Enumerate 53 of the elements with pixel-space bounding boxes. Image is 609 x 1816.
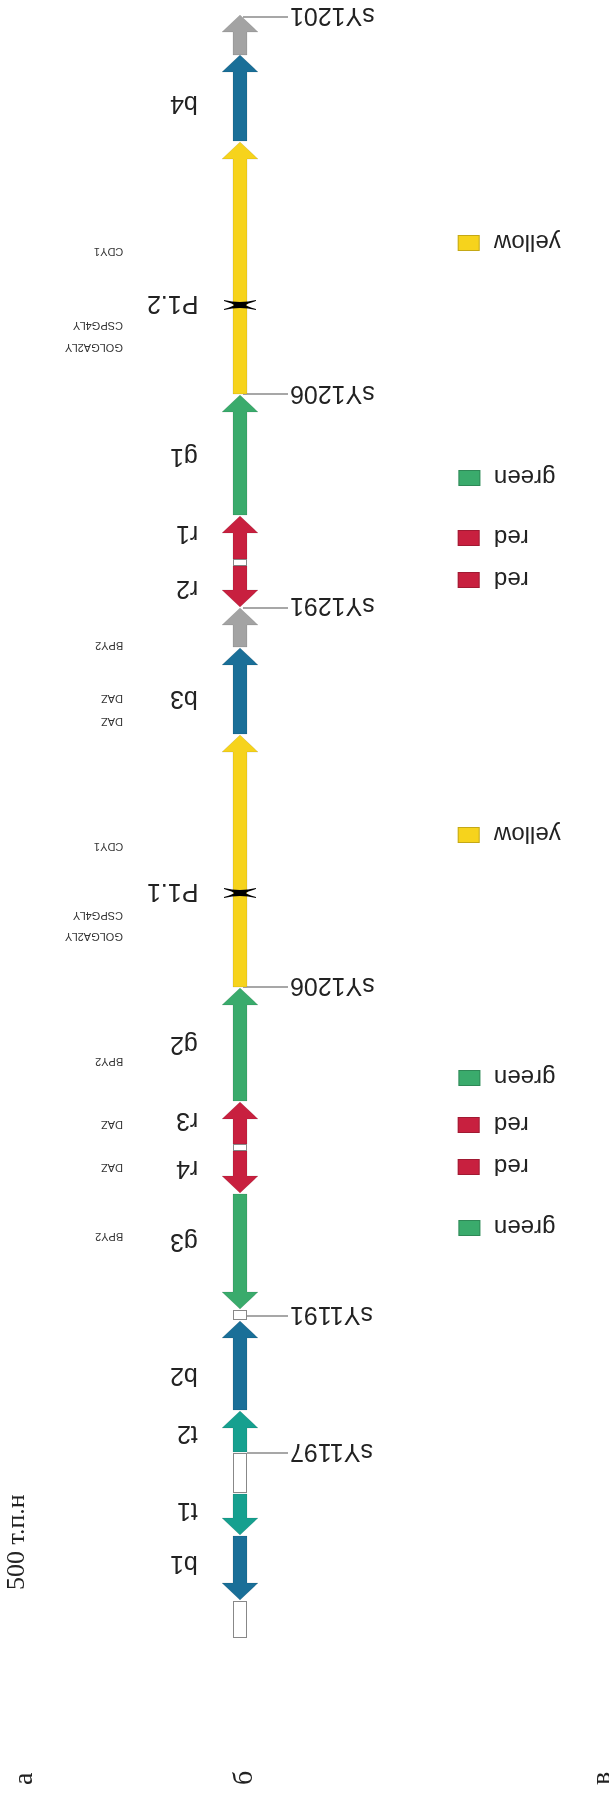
panel-letter: б [228, 1770, 258, 1785]
leader-line [246, 1315, 289, 1317]
segment-label: g2 [170, 1033, 198, 1059]
leader-line [246, 1452, 289, 1454]
gene-label: DAZ [101, 1162, 123, 1174]
segment-label: r1 [175, 522, 198, 548]
segment-label: t2 [177, 1422, 198, 1448]
segment-label: b2 [170, 1364, 198, 1390]
gene-label: CDY1 [93, 841, 123, 853]
marker-label: sY1197 [290, 1440, 373, 1466]
panel-letter: а [8, 1772, 38, 1785]
spacer-segment [233, 1310, 247, 1320]
segment-label: b3 [170, 687, 198, 713]
legend-label: green [494, 1065, 556, 1091]
gene-label: BPY2 [94, 1231, 123, 1243]
marker-label: sY1206 [290, 974, 375, 1000]
gene-label: BPY2 [94, 640, 123, 652]
marker-label: sY1291 [290, 594, 375, 620]
gene-label: DAZ [101, 716, 123, 728]
gene-label: DAZ [101, 693, 123, 705]
marker-label: sY1191 [290, 1303, 373, 1329]
legend-label: red [494, 525, 529, 551]
gene-label: CSPG4LY [73, 910, 123, 922]
segment-label: r4 [175, 1157, 198, 1183]
legend-label: yellow [494, 822, 561, 848]
gene-label: GOLGA2LY [65, 931, 123, 943]
segment-label: r2 [175, 577, 198, 603]
spacer-segment [233, 1453, 247, 1493]
segment-label: P1.2 [146, 292, 198, 318]
legend-label: green [494, 1215, 556, 1241]
segment-label: g1 [170, 445, 198, 471]
segment-label: r3 [175, 1109, 198, 1135]
segment-label: b4 [170, 92, 198, 118]
gene-label: DAZ [101, 1119, 123, 1131]
legend-label: yellow [494, 230, 561, 256]
gene-label: BPY2 [94, 1056, 123, 1068]
spacer-segment [233, 1601, 247, 1638]
gene-label: CDY1 [93, 246, 123, 258]
gene-label: CSPG4LY [73, 320, 123, 332]
scale-label: 500 т.п.н [2, 1494, 30, 1590]
leader-line [242, 16, 289, 18]
legend-label: red [494, 1154, 529, 1180]
legend-label: green [494, 465, 556, 491]
gene-label: GOLGA2LY [65, 342, 123, 354]
segment-label: t1 [177, 1499, 198, 1525]
segment-label: P1.1 [146, 880, 198, 906]
segment-label: g3 [170, 1230, 198, 1256]
segment-label: b1 [170, 1552, 198, 1578]
marker-label: sY1206 [290, 382, 375, 408]
leader-line [242, 607, 289, 609]
marker-label: sY1201 [290, 4, 375, 30]
legend-label: red [494, 567, 529, 593]
legend-label: red [494, 1112, 529, 1138]
